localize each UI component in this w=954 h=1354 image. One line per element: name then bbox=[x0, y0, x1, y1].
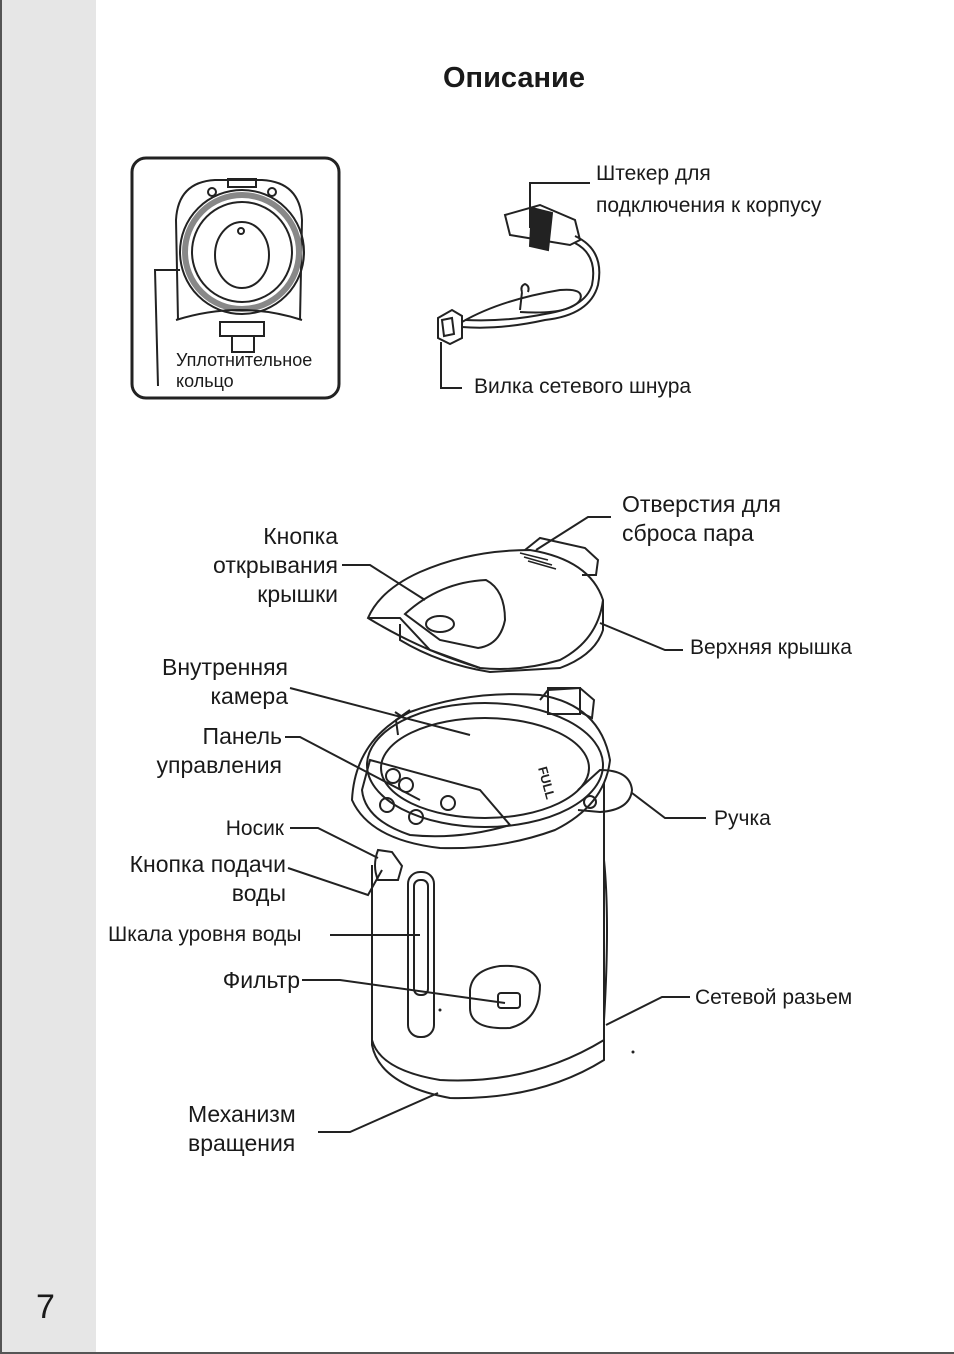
page-sidebar bbox=[0, 0, 96, 1354]
power-plug-leader bbox=[440, 342, 462, 389]
page-title: Описание bbox=[443, 62, 585, 94]
bottom-rule bbox=[0, 1352, 954, 1354]
spout-leader bbox=[290, 827, 379, 859]
seal-ring-leader bbox=[153, 269, 180, 387]
power-socket-label: Сетевой разьем bbox=[695, 986, 853, 1009]
control-panel-leader bbox=[285, 736, 421, 801]
inner-chamber-leader bbox=[289, 687, 471, 736]
filter-leader bbox=[302, 979, 506, 1004]
power-plug-label: Вилка сетевого шнура bbox=[474, 375, 692, 398]
lid-open-button-leader bbox=[342, 564, 426, 601]
swivel-base-leader bbox=[318, 1092, 439, 1133]
handle-label: Ручка bbox=[714, 807, 771, 830]
spout-label: Носик bbox=[225, 817, 284, 840]
dispense-button-leader bbox=[287, 867, 383, 897]
top-lid-label: Верхняя крышка bbox=[690, 636, 852, 659]
power-cord-illustration bbox=[437, 203, 601, 346]
top-lid-leader bbox=[599, 622, 683, 651]
water-gauge-label: Шкала уровня воды bbox=[108, 923, 302, 946]
power-socket-leader bbox=[605, 996, 690, 1026]
thermopot-body-illustration bbox=[350, 686, 634, 1100]
page-number: 7 bbox=[36, 1288, 55, 1326]
connector-plug-leader bbox=[529, 182, 590, 228]
steam-vents-leader bbox=[535, 516, 611, 551]
filter-label: Фильтр bbox=[222, 967, 300, 993]
handle-leader bbox=[631, 792, 706, 819]
top-lid-illustration bbox=[366, 536, 605, 674]
seal-ring-inset-frame bbox=[130, 156, 341, 400]
lid-underside-illustration bbox=[174, 178, 305, 353]
